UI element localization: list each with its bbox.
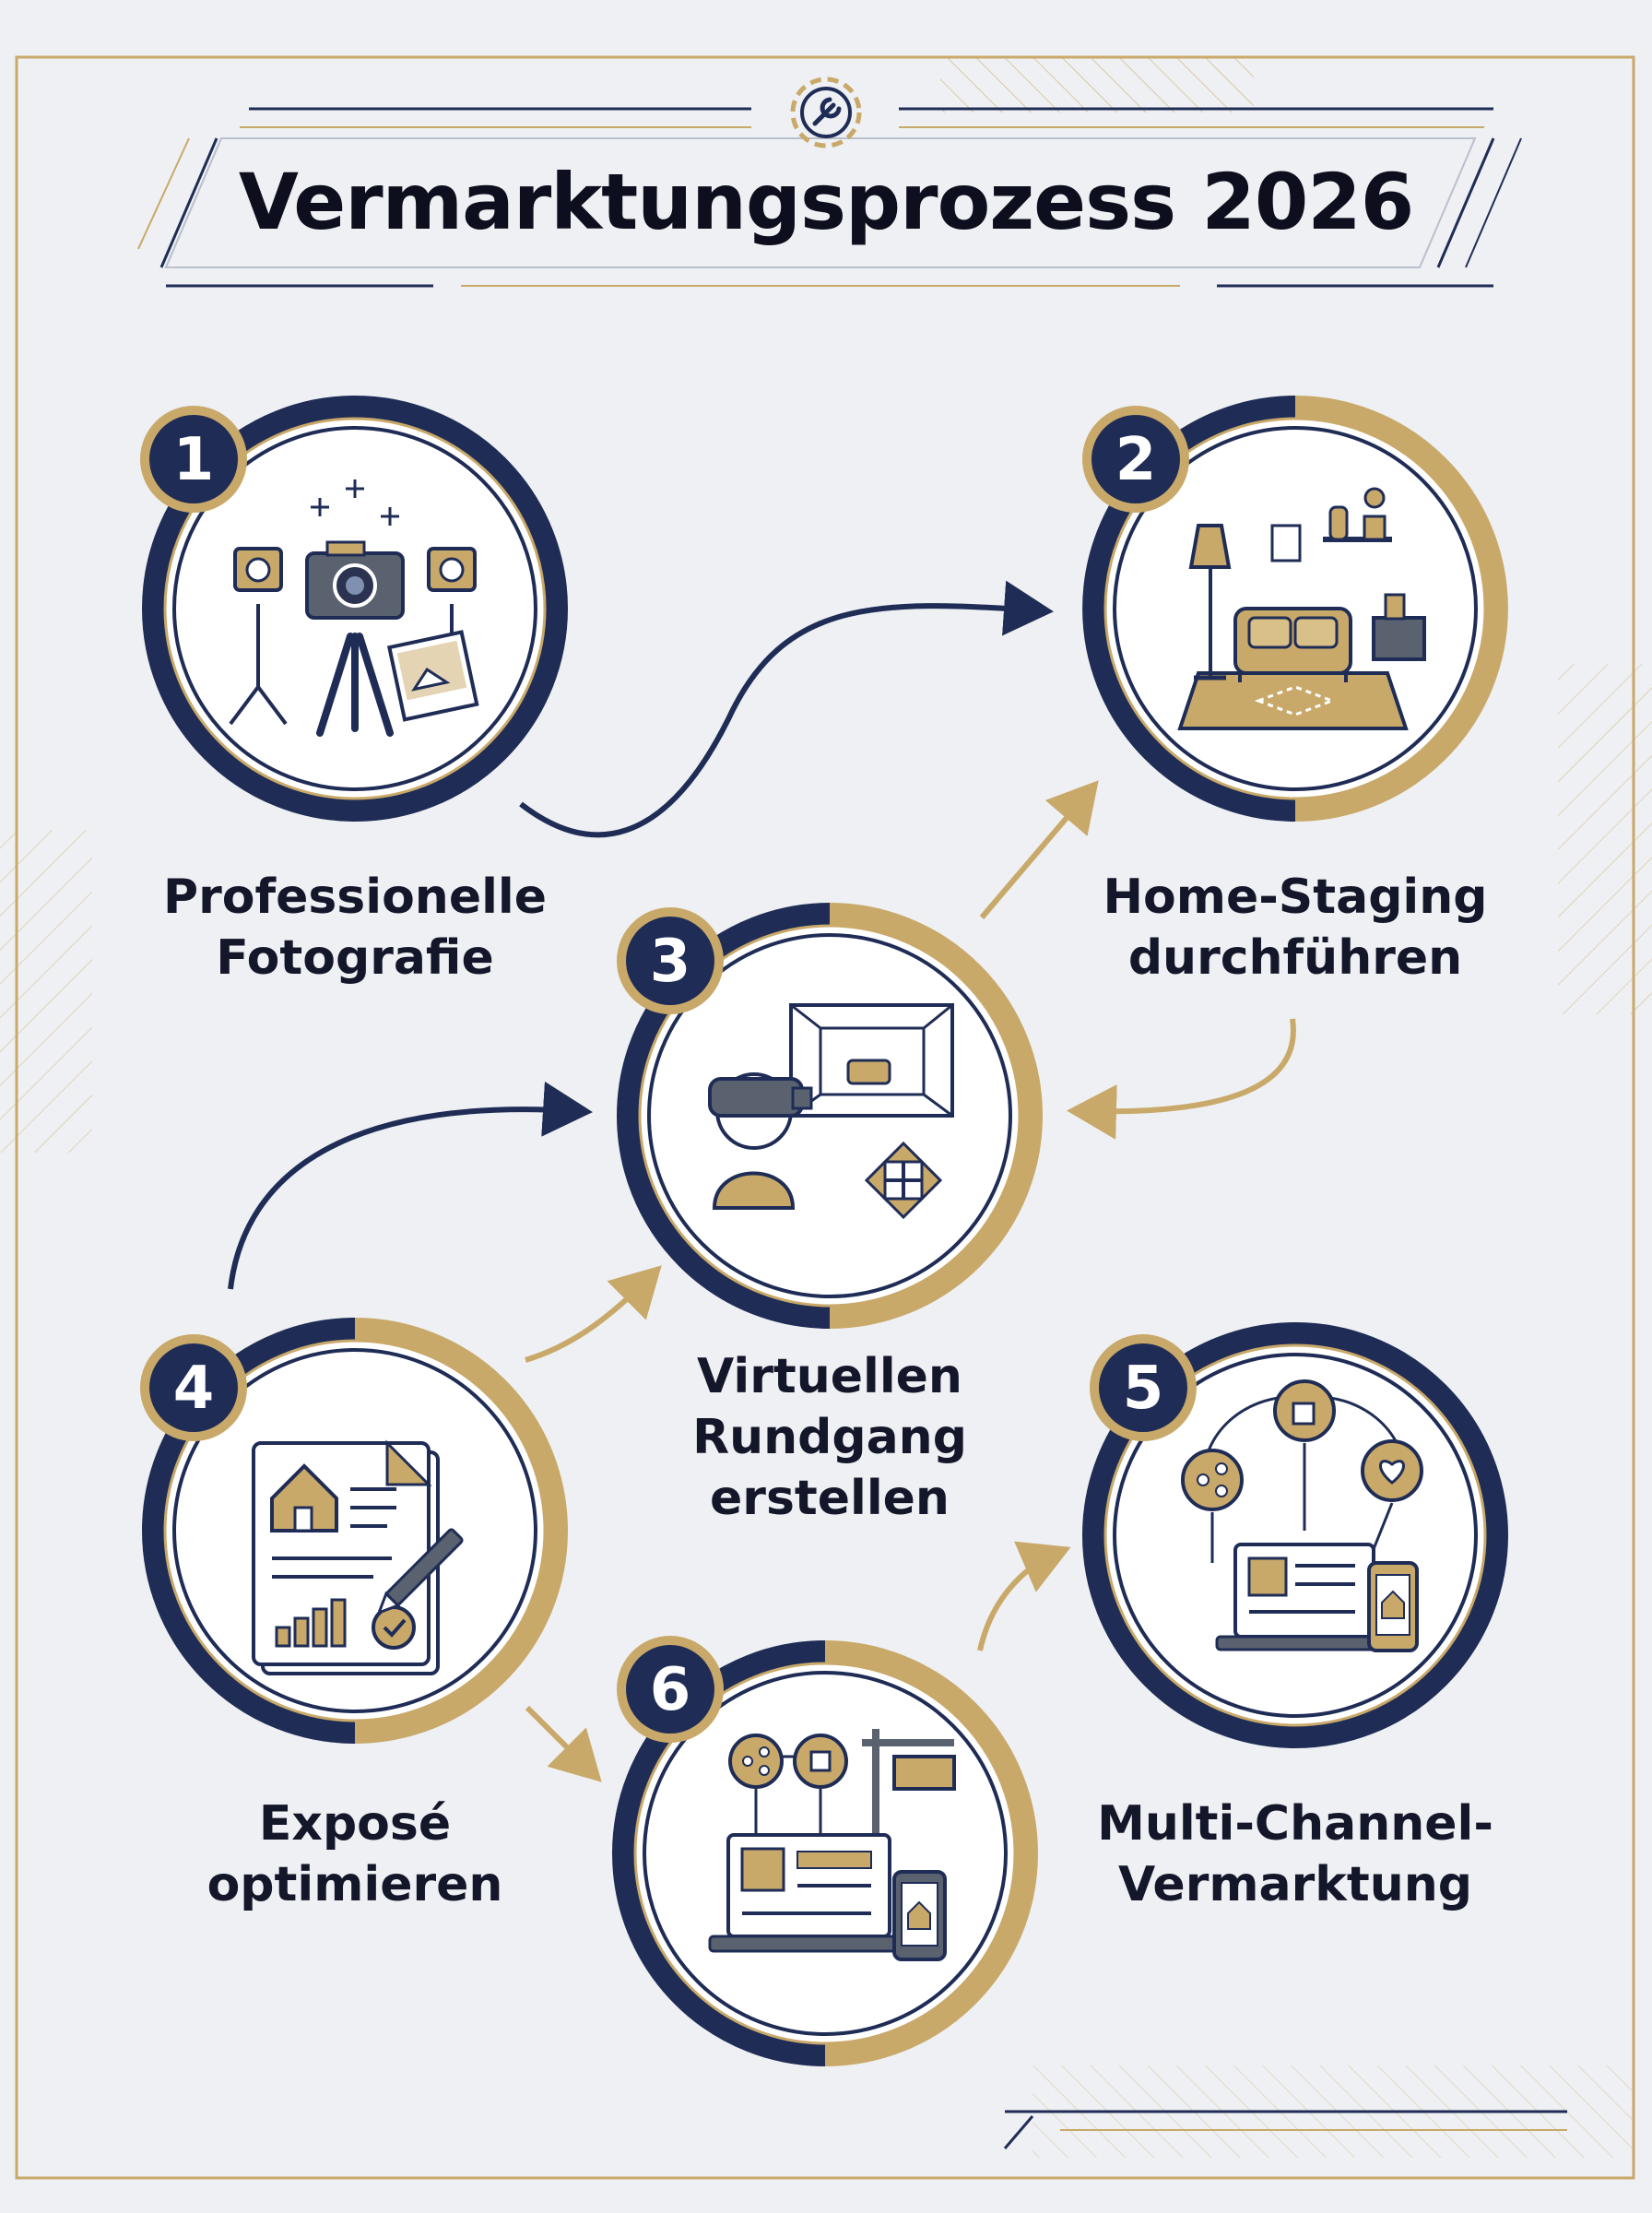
marketing-devices-icon	[708, 1729, 956, 1961]
arrow-4-to-3-gold	[525, 1265, 662, 1363]
step-label-line: erstellen	[710, 1471, 950, 1526]
step-number-badge-2: 2	[1082, 406, 1189, 513]
step-label-line: Vermarktung	[1118, 1857, 1472, 1912]
arrow-3-to-2	[979, 780, 1099, 919]
step-label-5: Multi-Channel-Vermarktung	[1037, 1793, 1553, 1915]
step-label-line: Virtuellen	[697, 1349, 962, 1404]
step-number-badge-3: 3	[617, 907, 724, 1014]
step-number-badge-1: 1	[140, 406, 247, 513]
step-number-badge-4: 4	[140, 1334, 247, 1441]
step-label-line: durchführen	[1127, 930, 1463, 986]
step-number: 1	[173, 426, 215, 494]
step-label-line: optimieren	[206, 1857, 503, 1912]
arrow-6-to-5	[977, 1541, 1071, 1651]
header-decoration	[137, 107, 1567, 2149]
arrow-4-to-6	[525, 1705, 602, 1782]
step-number: 3	[650, 928, 691, 996]
step-label-line: Multi-Channel-	[1097, 1796, 1493, 1852]
step-label-line: Professionelle	[162, 870, 548, 925]
multi-channel-icon	[1181, 1379, 1423, 1652]
connector-arrows	[228, 580, 1296, 1782]
vr-tour-icon	[708, 1003, 954, 1220]
step-number-badge-5: 5	[1090, 1334, 1197, 1441]
arrow-1-to-2	[519, 580, 1054, 838]
step-number-badge-6: 6	[617, 1636, 724, 1743]
arrow-2-to-3	[1067, 1018, 1296, 1140]
step-number: 4	[173, 1355, 215, 1423]
step-number: 6	[650, 1656, 691, 1724]
page-title: Vermarktungsprozess 2026	[238, 157, 1414, 247]
step-label-line: Home-Staging	[1103, 870, 1488, 925]
step-label-line: Rundgang	[692, 1410, 967, 1465]
gear-wrench-icon	[790, 77, 862, 148]
photo-studio-icon	[229, 479, 479, 737]
step-number: 5	[1123, 1355, 1164, 1423]
step-label-line: Fotografie	[216, 930, 494, 986]
arrow-4-to-3-navy	[228, 1081, 593, 1290]
step-label-line: Exposé	[258, 1796, 452, 1852]
document-icon	[252, 1439, 464, 1675]
living-room-icon	[1177, 487, 1426, 730]
step-number: 2	[1115, 426, 1157, 494]
